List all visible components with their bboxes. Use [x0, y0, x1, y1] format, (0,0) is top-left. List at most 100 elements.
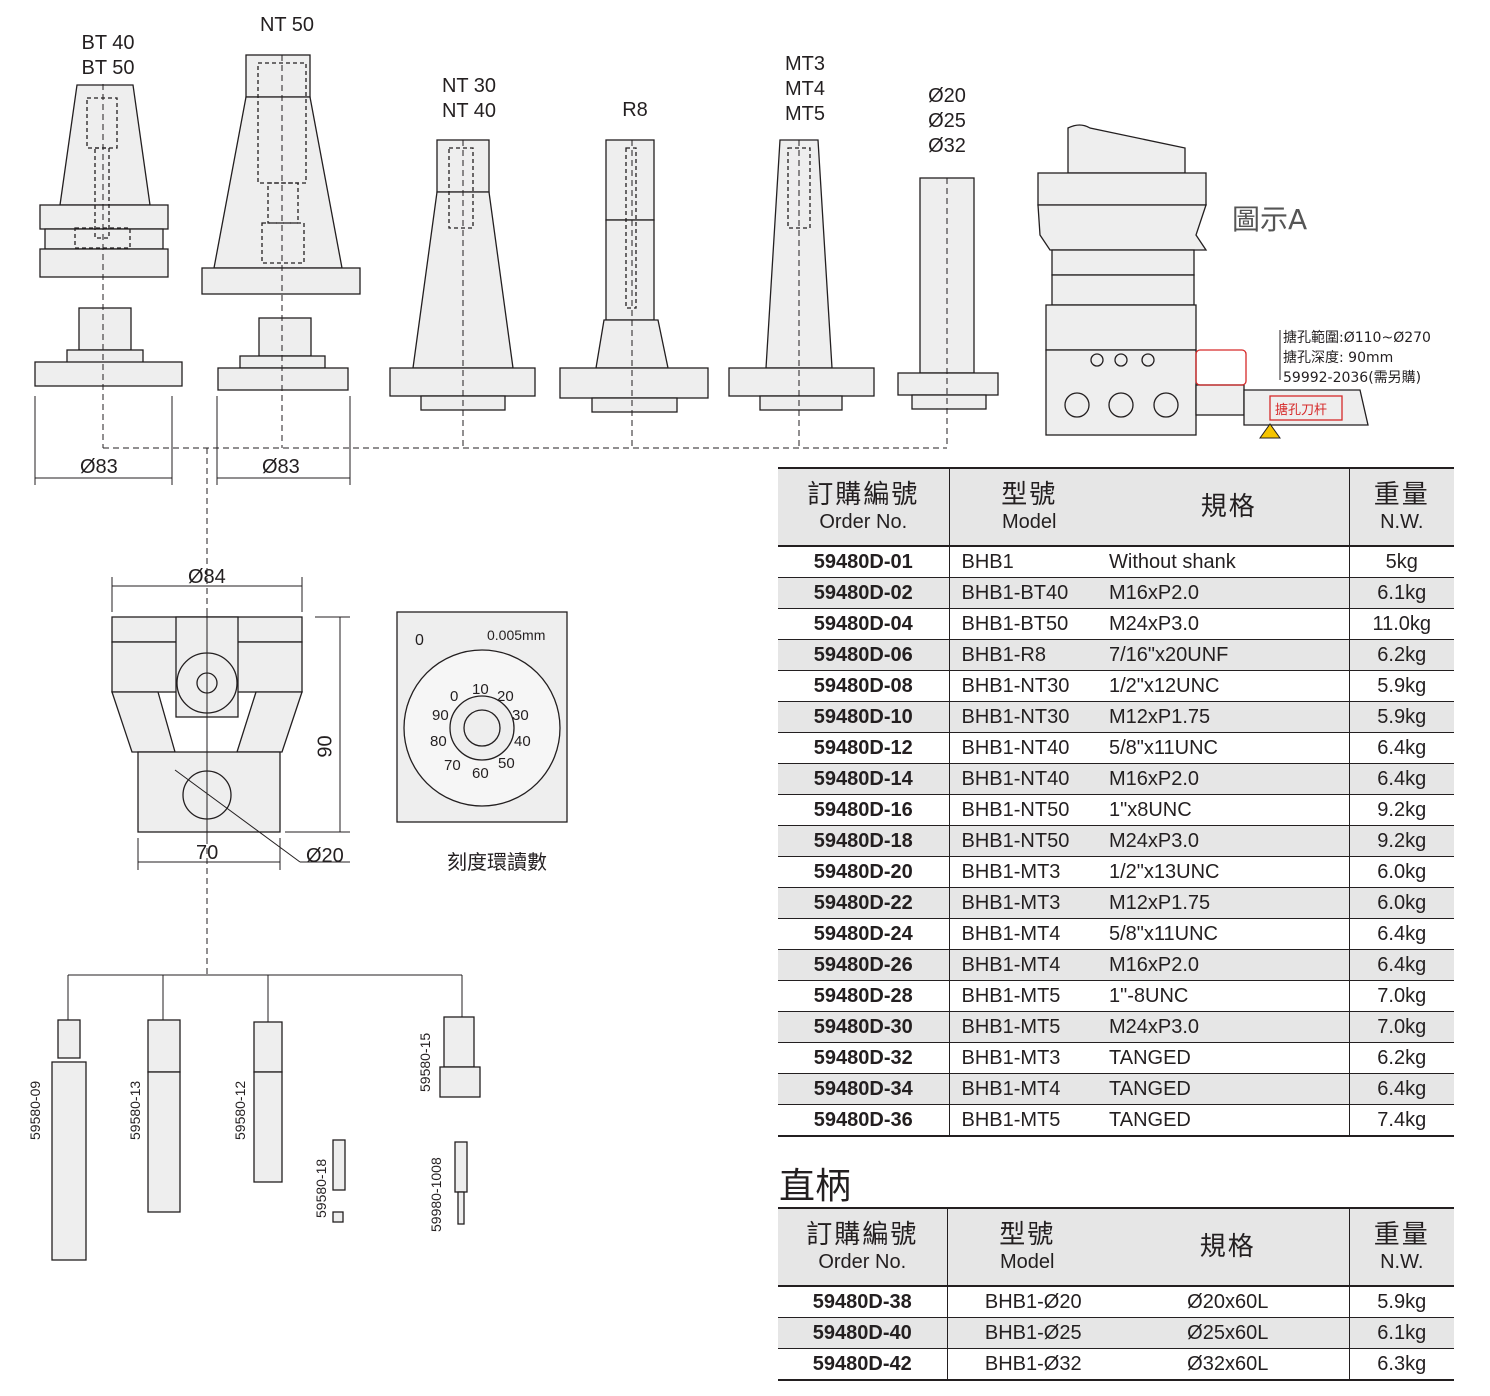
label-r8: R8: [622, 99, 648, 121]
figure-a-drawing: [1037, 124, 1369, 436]
cell-nw: 9.2kg: [1348, 825, 1454, 857]
cell-order: 59480D-38: [778, 1286, 948, 1318]
cell-model: BHB1-NT50: [949, 825, 1109, 857]
cell-spec: M24xP3.0: [1109, 825, 1349, 857]
cell-order: 59480D-34: [778, 1073, 950, 1105]
cell-spec: Without shank: [1109, 546, 1349, 578]
nt50-shank-drawing: [201, 54, 361, 391]
cell-order: 59480D-12: [778, 732, 950, 764]
cell-order: 59480D-36: [778, 1104, 950, 1137]
section-title-straight: 直柄: [779, 1166, 852, 1207]
cell-order: 59480D-18: [778, 825, 950, 857]
col-model-header: 型號 Model: [1001, 480, 1058, 533]
cell-model: BHB1-Ø20: [947, 1286, 1107, 1318]
cell-spec: 1"-8UNC: [1109, 980, 1349, 1012]
cell-model: BHB1-MT5: [949, 1104, 1109, 1137]
cell-spec: 1/2"x13UNC: [1109, 856, 1349, 888]
cell-model: BHB1-MT4: [949, 918, 1109, 950]
cell-order: 59480D-40: [778, 1317, 948, 1349]
col-nw-header-2: 重量 N.W.: [1348, 1208, 1454, 1286]
straight-table: 訂購編號 Order No. 型號 Model 規格 重量 N.W. 59480…: [778, 1207, 1454, 1381]
cell-nw: 7.0kg: [1348, 980, 1454, 1012]
cell-nw: 6.4kg: [1348, 918, 1454, 950]
cell-spec: M24xP3.0: [1109, 1011, 1349, 1043]
cell-order: 59480D-42: [778, 1348, 948, 1381]
cell-nw: 6.2kg: [1348, 639, 1454, 671]
cell-nw: 6.0kg: [1348, 887, 1454, 919]
dial-drawing: [396, 611, 568, 823]
cell-nw: 6.4kg: [1348, 763, 1454, 795]
cell-spec: Ø25x60L: [1107, 1317, 1349, 1349]
dial-caption: 刻度環讀數: [447, 850, 547, 874]
cell-order: 59480D-22: [778, 887, 950, 919]
figure-a-label: 圖示A: [1232, 203, 1308, 236]
straight-shank-drawing: [897, 177, 999, 410]
cell-order: 59480D-08: [778, 670, 950, 702]
cell-spec: 5/8"x11UNC: [1109, 918, 1349, 950]
note-range: 搪孔範圍:Ø110~Ø270: [1283, 330, 1431, 346]
tools-drawing: [51, 1016, 481, 1261]
dial-num-30: 30: [512, 707, 529, 724]
cell-model: BHB1-MT3: [949, 887, 1109, 919]
cell-nw: 7.0kg: [1348, 1011, 1454, 1043]
label-bt: BT 40 BT 50: [68, 31, 148, 81]
tool-59980-1008: 59980-1008: [428, 1157, 444, 1232]
cell-spec: Ø20x60L: [1107, 1286, 1349, 1318]
cell-nw: 6.1kg: [1348, 1317, 1454, 1349]
tool-59580-12: 59580-12: [232, 1080, 248, 1140]
cell-order: 59480D-14: [778, 763, 950, 795]
cell-nw: 6.3kg: [1348, 1348, 1454, 1381]
cell-nw: 5.9kg: [1348, 670, 1454, 702]
cell-spec: M16xP2.0: [1109, 763, 1349, 795]
cell-model: BHB1-BT40: [949, 577, 1109, 609]
cell-model: BHB1: [949, 546, 1109, 578]
cell-model: BHB1-MT5: [949, 980, 1109, 1012]
cell-order: 59480D-32: [778, 1042, 950, 1074]
cell-spec: M16xP2.0: [1109, 949, 1349, 981]
note-part: 59992-2036(需另購): [1283, 370, 1422, 386]
dim-d84: Ø84: [188, 566, 226, 588]
cell-nw: 6.2kg: [1348, 1042, 1454, 1074]
cell-spec: 1/2"x12UNC: [1109, 670, 1349, 702]
col-order-header: 訂購編號 Order No.: [778, 468, 950, 546]
cell-model: BHB1-BT50: [949, 608, 1109, 640]
cell-model: BHB1-Ø32: [947, 1348, 1107, 1381]
cell-order: 59480D-28: [778, 980, 950, 1012]
figure-a-notes: 搪孔範圍:Ø110~Ø270 搪孔深度: 90mm 59992-2036(需另購…: [1283, 328, 1431, 388]
cell-order: 59480D-30: [778, 1011, 950, 1043]
straight-table-header: 訂購編號 Order No. 型號 Model 規格 重量 N.W.: [778, 1208, 1454, 1286]
cell-order: 59480D-06: [778, 639, 950, 671]
cell-model: BHB1-MT4: [949, 949, 1109, 981]
mt-shank-drawing: [728, 139, 875, 411]
label-straight: Ø20 Ø25 Ø32: [928, 85, 966, 157]
dim-d20: Ø20: [306, 845, 344, 867]
cell-spec: M24xP3.0: [1109, 608, 1349, 640]
dial-num-10: 10: [472, 681, 489, 698]
dial-num-90: 90: [432, 707, 449, 724]
dial-num-60: 60: [472, 765, 489, 782]
cell-nw: 6.4kg: [1348, 949, 1454, 981]
cell-nw: 6.4kg: [1348, 732, 1454, 764]
cell-model: BHB1-NT30: [949, 670, 1109, 702]
cell-model: BHB1-NT40: [949, 763, 1109, 795]
cell-nw: 6.4kg: [1348, 1073, 1454, 1105]
dim-h90: 90: [314, 735, 337, 758]
col-spec-header-2: 規格: [1199, 1232, 1256, 1262]
cell-nw: 11.0kg: [1348, 608, 1454, 640]
